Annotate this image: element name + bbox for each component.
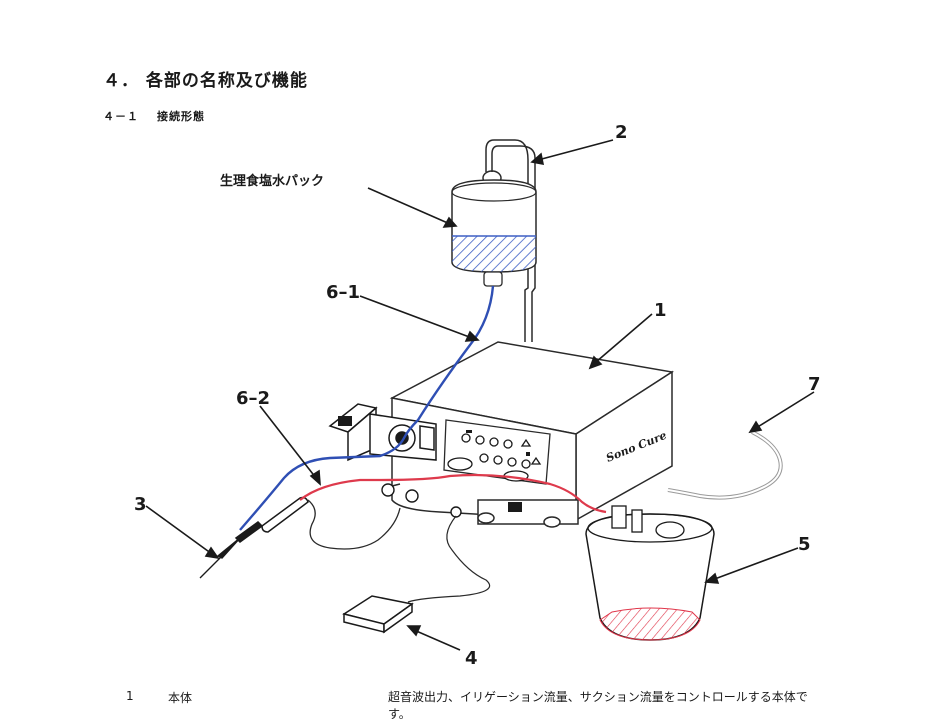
footswitch-cord [407,515,491,603]
callout-arrows [145,139,815,651]
front-connectors [381,483,462,518]
callout-1: 1 [654,300,667,321]
suction-canister [585,505,715,641]
subsection-title: ４－１ 接続形態 [103,108,205,124]
peristaltic-pump [328,403,437,462]
callout-6-2: 6–2 [236,388,270,409]
legend-number: 1 [126,689,134,703]
callout-4: 4 [465,648,478,669]
callout-5: 5 [798,534,811,555]
saline-bag-label: 生理食塩水パック [220,173,324,189]
irrigation-tube [239,285,495,531]
legend-name: 本体 [168,691,193,705]
aspiration-tube [299,473,607,514]
callout-6-1: 6–1 [326,282,360,303]
section-title: ４． 各部の名称及び機能 [103,71,308,91]
control-panel [443,419,551,485]
saline-bag [451,179,537,287]
handpiece-cord [307,499,401,550]
callout-7: 7 [808,374,821,395]
callout-3: 3 [134,494,147,515]
main-console [389,341,675,528]
handpiece [199,496,309,579]
foot-switch [342,595,414,634]
legend-description: 超音波出力、イリゲーション流量、サクション流量をコントロールする本体です。 [388,690,808,721]
subsection-text: 接続形態 [157,110,205,123]
subsection-number: ４－１ [103,110,139,123]
callout-2: 2 [615,122,628,143]
